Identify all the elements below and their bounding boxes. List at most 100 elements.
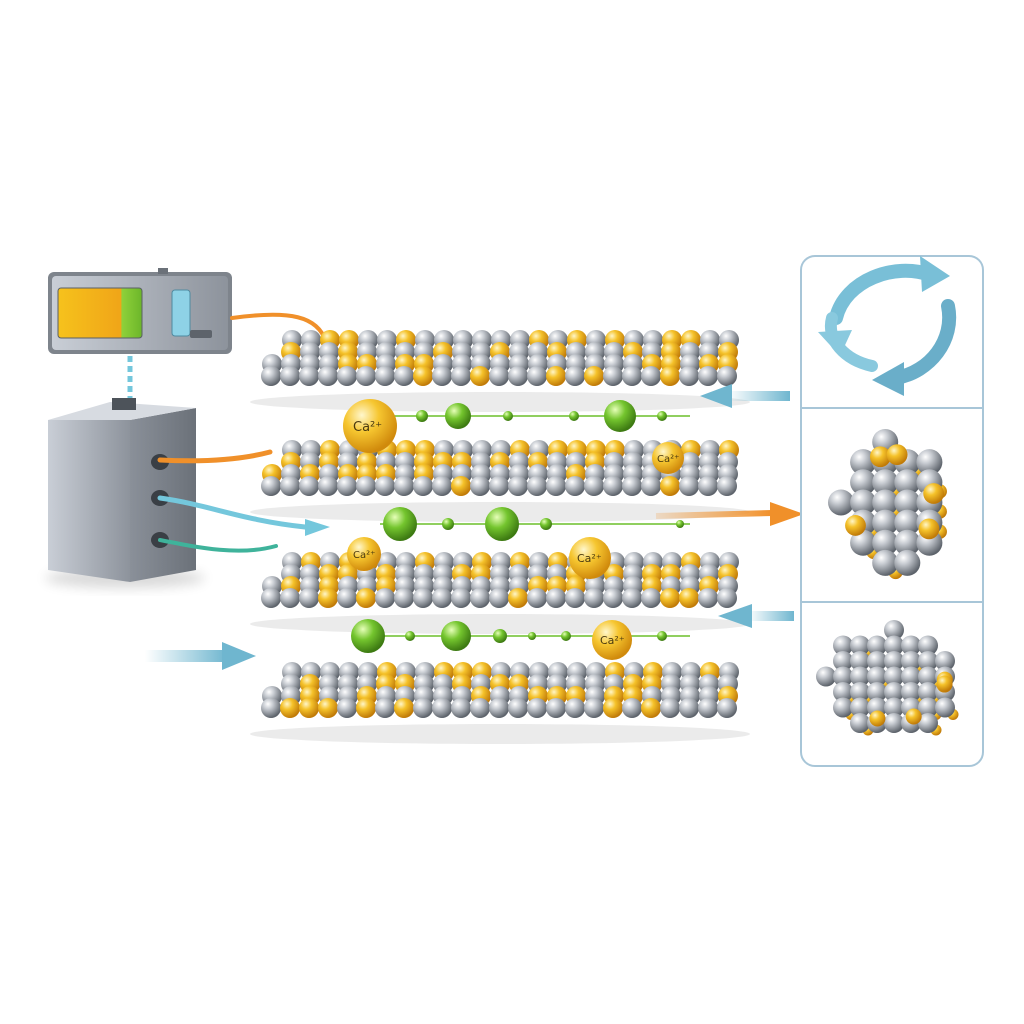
- layer-shadow: [250, 392, 750, 412]
- green-ion: [676, 520, 684, 528]
- layer-shadow: [250, 724, 750, 744]
- gray-atom: [867, 682, 887, 702]
- gray-atom: [698, 476, 718, 496]
- gray-atom: [261, 476, 281, 496]
- gray-atom: [413, 588, 433, 608]
- ion-label: Ca²⁺: [600, 634, 625, 647]
- gold-atom: [905, 708, 922, 725]
- gray-atom: [375, 698, 395, 718]
- gray-atom: [432, 588, 452, 608]
- green-ion: [540, 518, 552, 530]
- ion-label: Ca²⁺: [657, 454, 679, 465]
- inflow-arrow: [145, 642, 256, 670]
- gold-atom: [356, 588, 376, 608]
- gold-atom: [546, 366, 566, 386]
- ion-label: Ca²⁺: [353, 550, 375, 561]
- gray-atom: [850, 713, 870, 733]
- gray-atom: [918, 682, 938, 702]
- gray-atom: [901, 682, 921, 702]
- gray-atom: [717, 588, 737, 608]
- green-ion: [528, 632, 536, 640]
- gray-atom: [901, 651, 921, 671]
- gold-atom: [923, 483, 945, 504]
- gray-atom: [641, 588, 661, 608]
- gray-atom: [833, 635, 853, 656]
- gray-atom: [867, 666, 887, 687]
- gray-atom: [884, 635, 904, 656]
- gold-atom: [280, 698, 300, 718]
- gray-atom: [375, 366, 395, 386]
- cycle-arrows-icon: [818, 256, 957, 396]
- gray-atom: [394, 366, 414, 386]
- power-unit-icon: [45, 398, 205, 588]
- gray-atom: [679, 698, 699, 718]
- gold-atom: [641, 698, 661, 718]
- atom-layer: [250, 440, 750, 522]
- gold-atom: [918, 518, 940, 540]
- battery-icon: [48, 268, 232, 354]
- gray-atom: [884, 651, 904, 671]
- gold-atom: [584, 366, 604, 386]
- gray-atom: [679, 366, 699, 386]
- green-ion: [405, 631, 415, 641]
- gray-atom: [850, 697, 870, 718]
- gray-atom: [833, 651, 853, 671]
- gray-atom: [622, 588, 642, 608]
- gray-atom: [918, 635, 938, 656]
- gray-atom: [508, 476, 528, 496]
- gray-atom: [375, 476, 395, 496]
- gray-atom: [603, 366, 623, 386]
- gray-atom: [833, 697, 853, 718]
- gold-atom: [660, 476, 680, 496]
- gray-atom: [318, 366, 338, 386]
- green-ion: [657, 411, 667, 421]
- gray-atom: [413, 476, 433, 496]
- gold-atom: [470, 366, 490, 386]
- gold-atom: [603, 698, 623, 718]
- gray-atom: [918, 713, 938, 733]
- gold-atom: [508, 588, 528, 608]
- atom-layer: [250, 552, 750, 634]
- gray-atom: [894, 489, 921, 516]
- gray-atom: [698, 366, 718, 386]
- gray-atom: [916, 449, 943, 476]
- gray-atom: [850, 682, 870, 702]
- wire-teal: [158, 538, 278, 553]
- calcium-ion: Ca²⁺: [569, 537, 611, 579]
- gray-atom: [894, 549, 921, 576]
- gray-atom: [816, 666, 836, 687]
- green-ion: [561, 631, 571, 641]
- gray-atom: [584, 588, 604, 608]
- gray-atom: [356, 476, 376, 496]
- atom-cluster-icon: [816, 620, 959, 736]
- green-ion: [441, 621, 471, 651]
- gray-atom: [527, 366, 547, 386]
- output-arrow: [655, 502, 804, 526]
- return-arrow-top: [700, 384, 790, 408]
- gray-atom: [850, 529, 877, 556]
- gray-atom: [622, 476, 642, 496]
- gray-atom: [918, 697, 938, 718]
- gray-atom: [884, 666, 904, 687]
- gray-atom: [451, 698, 471, 718]
- gold-atom: [318, 588, 338, 608]
- gray-atom: [872, 509, 899, 536]
- return-arrow-bottom: [718, 604, 794, 628]
- gray-atom: [432, 698, 452, 718]
- gray-atom: [565, 698, 585, 718]
- gray-atom: [935, 651, 955, 671]
- gray-atom: [872, 469, 899, 496]
- gray-atom: [299, 366, 319, 386]
- gray-atom: [717, 366, 737, 386]
- gray-atom: [894, 529, 921, 556]
- gray-atom: [318, 476, 338, 496]
- gold-atom: [356, 698, 376, 718]
- gray-atom: [432, 476, 452, 496]
- green-ion: [351, 619, 385, 653]
- green-ion: [445, 403, 471, 429]
- gray-atom: [828, 489, 854, 516]
- gray-atom: [565, 476, 585, 496]
- gray-atom: [884, 682, 904, 702]
- gray-atom: [584, 476, 604, 496]
- gray-atom: [850, 469, 877, 496]
